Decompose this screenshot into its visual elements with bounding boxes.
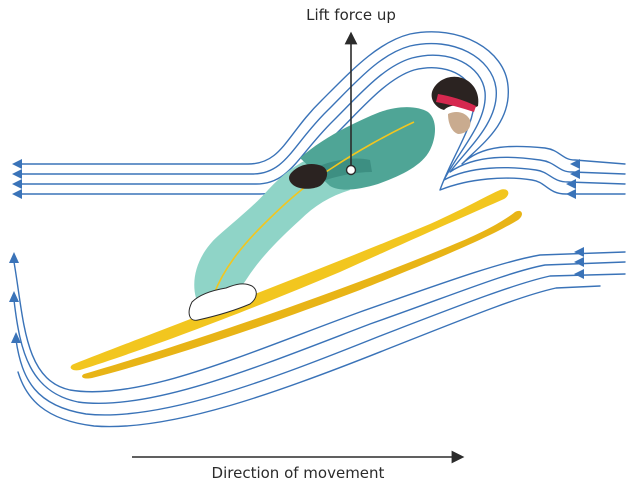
ski-right <box>82 210 522 379</box>
arrowhead-icon <box>574 269 584 279</box>
jumper-glove <box>289 164 328 189</box>
lower-streamline-2 <box>13 261 626 405</box>
lower-streamline-4 <box>17 285 601 428</box>
lower-streamline-1 <box>13 251 626 393</box>
arrowhead-icon <box>574 257 584 267</box>
arrowhead-icon <box>9 291 19 302</box>
jumper-boot <box>188 283 257 321</box>
arrowhead-icon <box>12 179 22 189</box>
lift-force-label: Lift force up <box>306 6 396 24</box>
lower-airflow-lines <box>13 251 626 428</box>
jumper-face <box>448 112 471 134</box>
jumper-suit-seam <box>213 121 415 295</box>
lift-force-arrow: Lift force up <box>306 6 396 176</box>
arrowhead-icon <box>12 169 22 179</box>
arrowhead-icon <box>574 247 584 257</box>
goggles-icon <box>436 94 476 112</box>
arrowhead-icon <box>566 189 576 199</box>
flow-arrowheads <box>9 159 584 343</box>
skis <box>70 189 522 379</box>
upper-streamline-3 <box>19 54 626 185</box>
arrowhead-icon <box>12 189 22 199</box>
lift-origin-dot <box>345 164 357 176</box>
arrowhead-icon <box>9 252 19 263</box>
arrowhead-icon <box>566 179 576 189</box>
direction-label: Direction of movement <box>212 464 385 482</box>
upper-streamline-1 <box>19 31 626 165</box>
direction-arrow: Direction of movement <box>132 450 465 482</box>
jumper-legs <box>194 155 350 302</box>
ski-jumper <box>188 76 479 321</box>
lower-streamline-3 <box>15 273 626 416</box>
arrowhead-icon <box>12 159 22 169</box>
arrowhead-icon <box>570 159 580 169</box>
upper-streamline-2 <box>19 42 626 175</box>
arrowhead-icon <box>11 332 21 343</box>
arrowhead-icon <box>570 169 580 179</box>
ski-left <box>70 189 509 371</box>
